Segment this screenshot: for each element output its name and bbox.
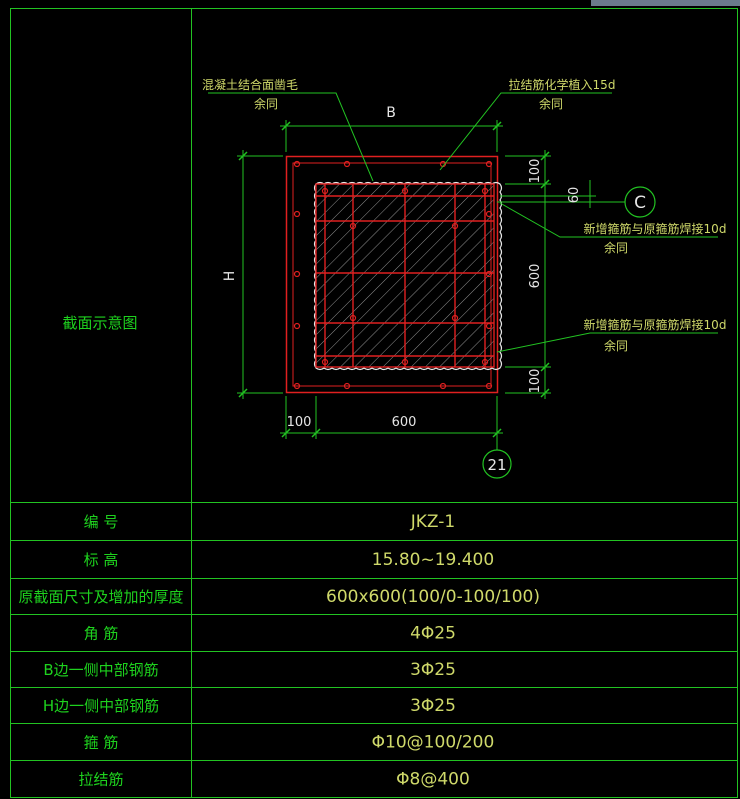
outer-frame: [10, 8, 738, 798]
axis-c-bubble: [624, 186, 656, 218]
table-row-label: 箍 筋: [84, 734, 119, 752]
table-row-label: 拉结筋: [78, 771, 123, 789]
table-row-label: H边一侧中部钢筋: [43, 697, 159, 715]
rebar-point: [401, 358, 409, 366]
table-row-value: 3Φ25: [410, 696, 456, 716]
dimension-ticks: [238, 121, 550, 438]
dim-bottom-right-100: 100: [528, 369, 543, 394]
weld-note-top: 新增箍筋与原箍筋焊接10d: [584, 221, 727, 236]
dim-right-600: 600: [528, 264, 543, 289]
table-row-value: Φ10@100/200: [372, 733, 495, 753]
top-scrollbar: [591, 0, 740, 6]
rebar-point: [401, 187, 409, 195]
tie-anchor-note: 拉结筋化学植入15d: [509, 77, 616, 92]
weld-note-bottom: 新增箍筋与原箍筋焊接10d: [584, 317, 727, 332]
tie-anchor-note-same: 余同: [539, 96, 563, 111]
dim-b-label: B: [386, 105, 396, 121]
roughen-note-same: 余同: [254, 96, 278, 111]
rebar-point: [321, 187, 329, 195]
leader-weld-bottom: [496, 332, 718, 353]
dim-60: 60: [567, 187, 582, 204]
table-row-value: 600x600(100/0-100/100): [326, 587, 540, 607]
rebar-point: [485, 270, 493, 278]
rebar-point: [439, 382, 447, 390]
rebar-point: [343, 382, 351, 390]
rebar-point: [451, 222, 459, 230]
table-row-label: 编 号: [84, 513, 119, 531]
rebar-point: [321, 358, 329, 366]
rebar-point: [481, 358, 489, 366]
dim-bottom-600: 600: [392, 415, 417, 430]
new-concrete-jacket: [285, 155, 499, 394]
table-row-value: JKZ-1: [410, 512, 455, 532]
section-diagram-header: 截面示意图: [62, 314, 137, 332]
table-row-label: B边一侧中部钢筋: [43, 661, 158, 679]
rebar-point: [481, 187, 489, 195]
property-table: 编 号 JKZ-1 标 高 15.80~19.400 原截面尺寸及增加的厚度 600x60…: [18, 512, 540, 790]
axis-21-label: 21: [487, 456, 506, 474]
rebar-point: [451, 314, 459, 322]
leader-roughen: [208, 92, 374, 182]
rebar-point: [293, 160, 301, 168]
roughened-interface: [313, 181, 503, 371]
section-drawing: [208, 92, 718, 479]
dim-top-100: 100: [528, 159, 543, 184]
rebar-point: [349, 222, 357, 230]
leader-weld-top: [499, 202, 718, 238]
rebar-point: [485, 210, 493, 218]
rebar-points: [293, 160, 493, 390]
weld-note-bottom-same: 余同: [604, 338, 628, 353]
weld-note-top-same: 余同: [604, 240, 628, 255]
axis-21-bubble: [482, 449, 512, 479]
rebar-point: [485, 382, 493, 390]
rebar-point: [485, 160, 493, 168]
axis-c-label: C: [634, 193, 646, 213]
table-row-label: 原截面尺寸及增加的厚度: [18, 588, 183, 606]
table-row-label: 标 高: [84, 551, 119, 569]
leader-tie-anchor: [439, 92, 612, 171]
dim-bottom-left-100: 100: [287, 415, 312, 430]
rebar-point: [343, 160, 351, 168]
rebar-point: [485, 322, 493, 330]
table-row-label: 角 筋: [84, 625, 119, 643]
tie-bar-grid: [315, 183, 495, 368]
table-row-value: 3Φ25: [410, 660, 456, 680]
rebar-point: [293, 322, 301, 330]
rebar-point: [293, 270, 301, 278]
table-row-value: 4Φ25: [410, 624, 456, 644]
table-row-value: 15.80~19.400: [372, 550, 494, 570]
rebar-point: [293, 382, 301, 390]
dim-h-label: H: [222, 271, 238, 282]
rebar-point: [293, 210, 301, 218]
table-row-value: Φ8@400: [396, 770, 470, 790]
roughen-note: 混凝土结合面凿毛: [202, 77, 298, 92]
rebar-point: [349, 314, 357, 322]
dimension-lines: [237, 120, 625, 450]
